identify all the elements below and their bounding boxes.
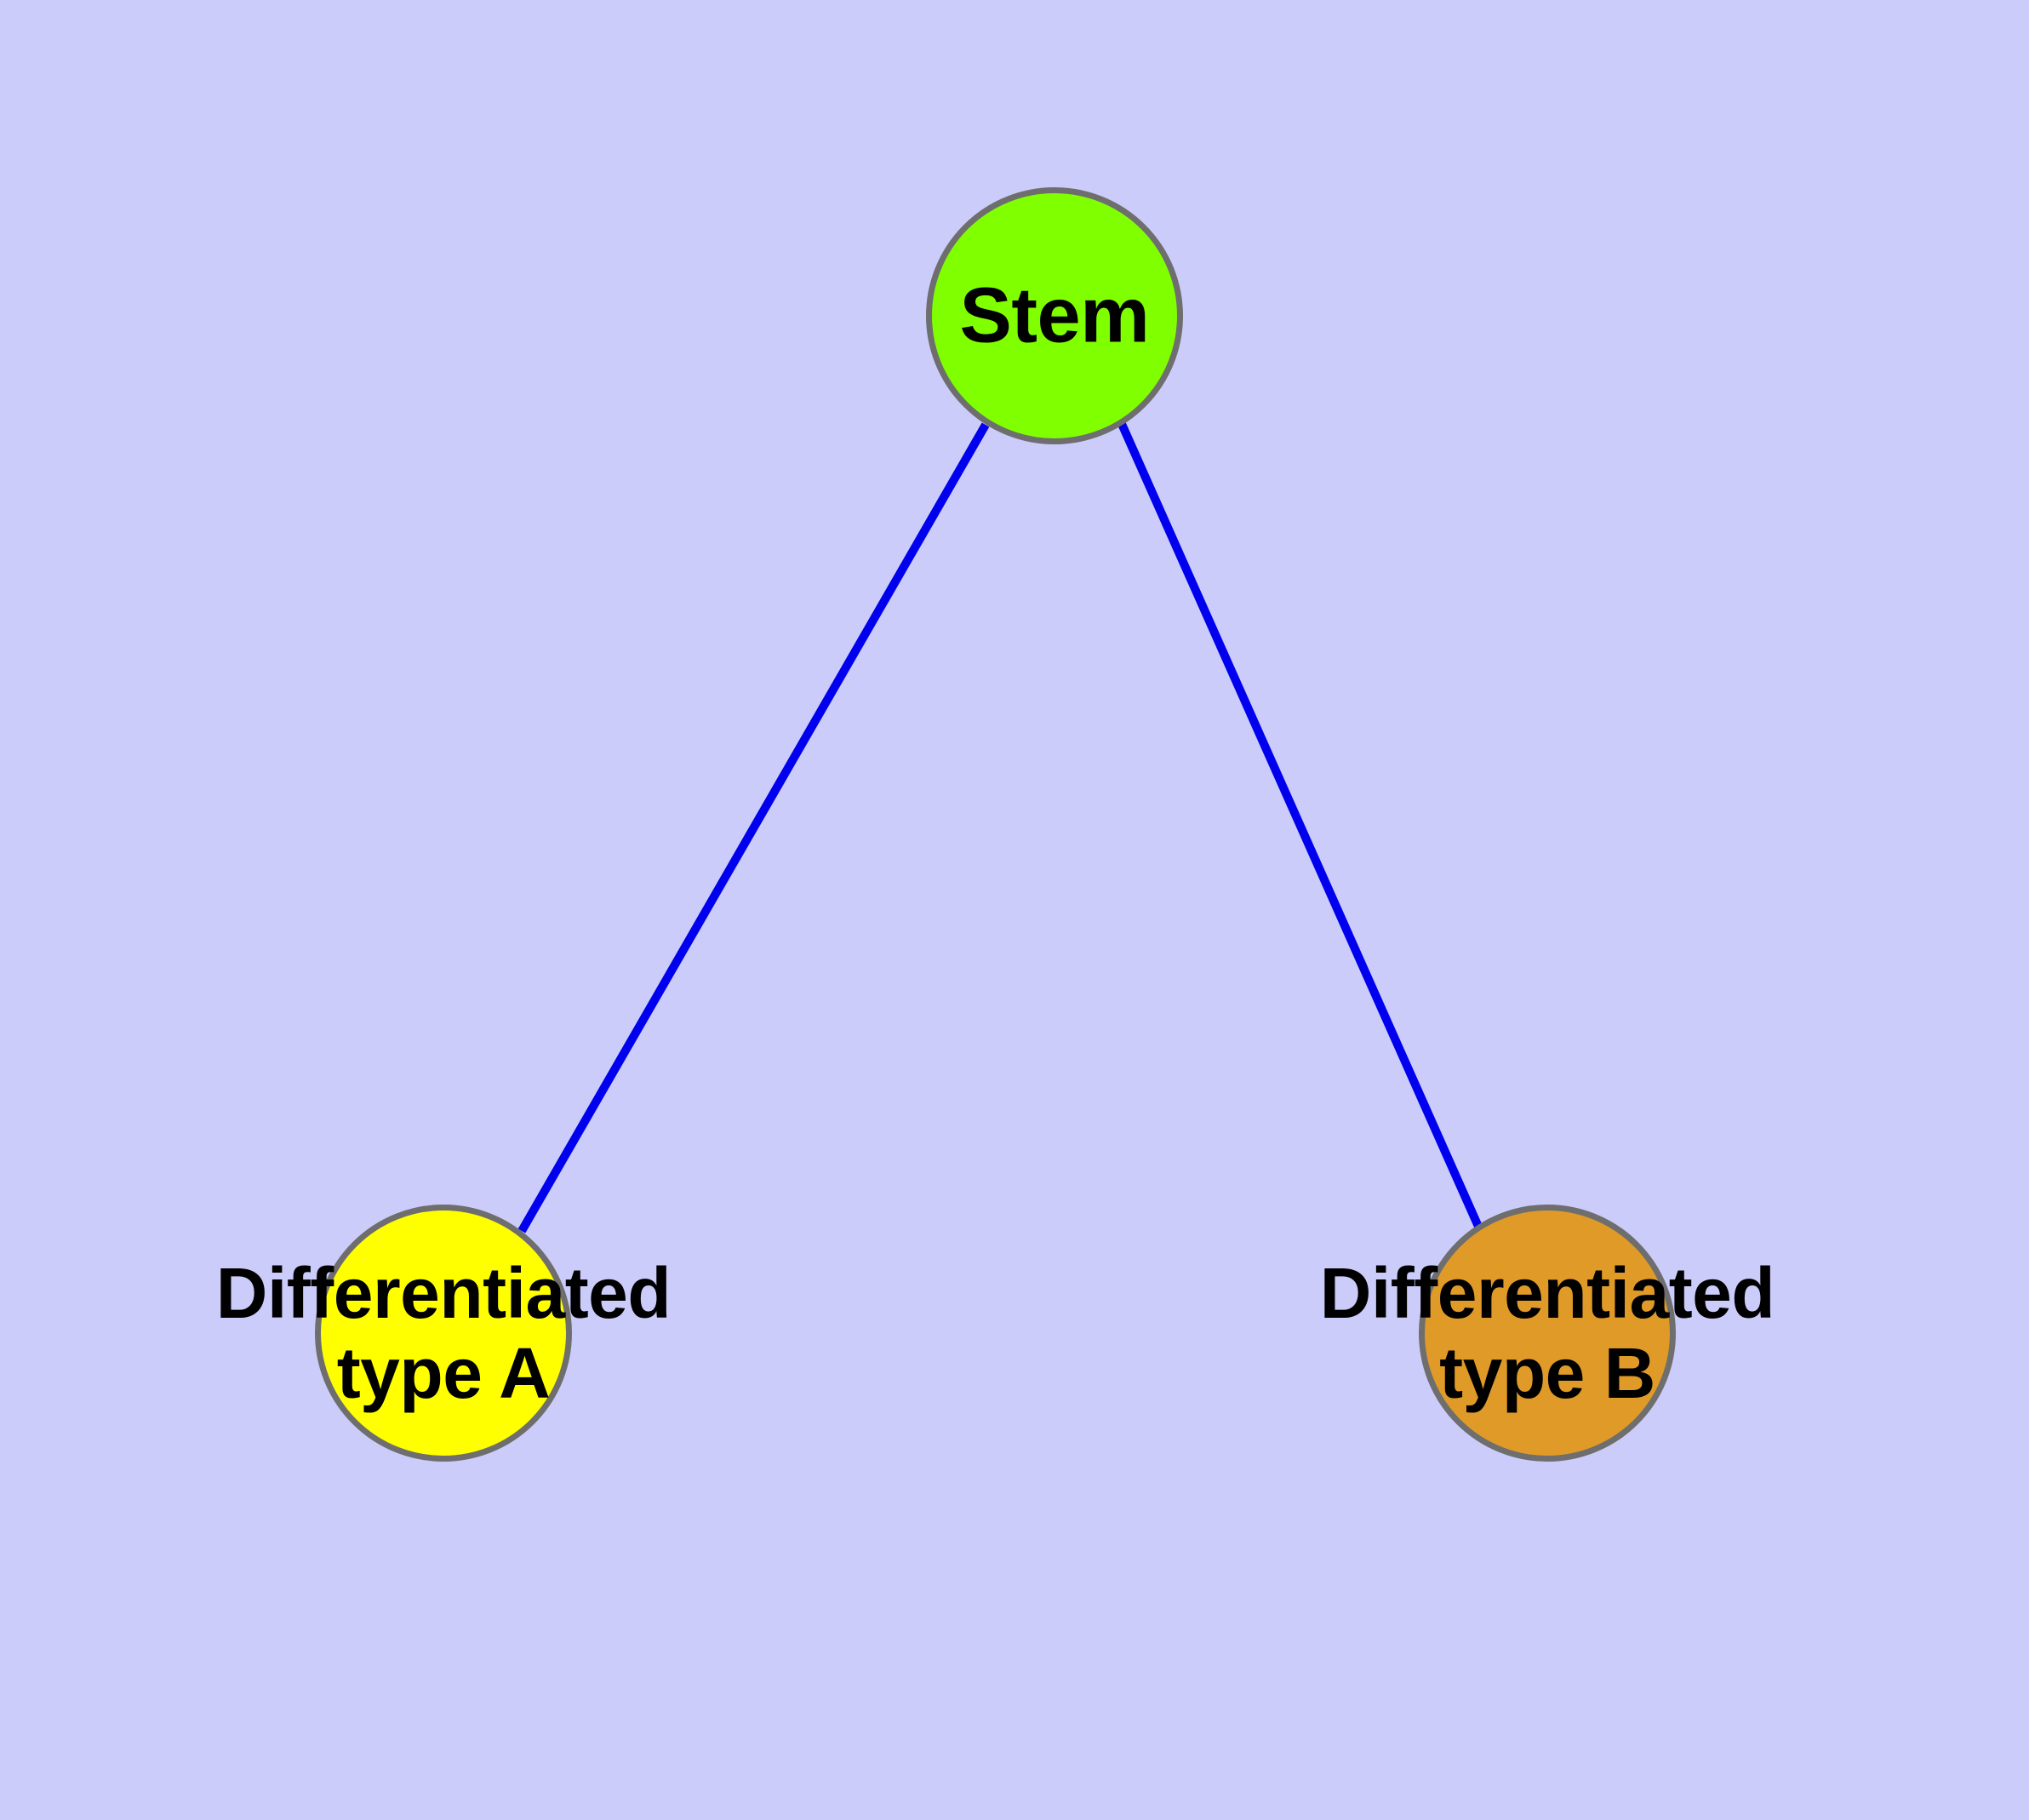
node-differentiated-type-a[interactable]: Differentiated type A [216, 1205, 672, 1462]
node-differentiated-type-b[interactable]: Differentiated type B [1320, 1205, 1775, 1462]
node-differentiated-type-b-label: Differentiated type B [1319, 1252, 1775, 1413]
node-stem-label: Stem [959, 272, 1150, 359]
edge-stem-to-differentiated-type-b [1117, 421, 1483, 1231]
node-stem[interactable]: Stem [926, 187, 1183, 444]
node-differentiated-type-a-label: Differentiated type A [215, 1252, 672, 1413]
edge-stem-to-differentiated-type-a [517, 422, 990, 1233]
